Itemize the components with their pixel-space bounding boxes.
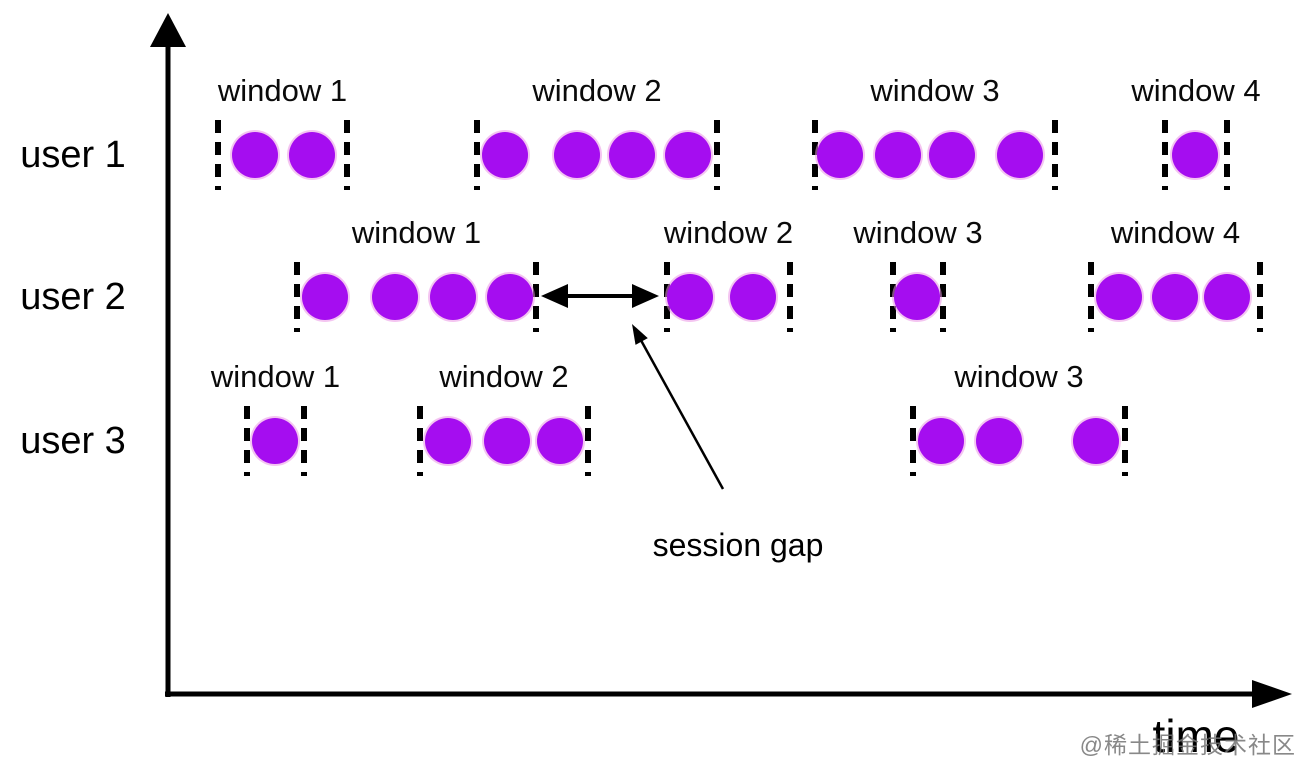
event-dot — [894, 274, 940, 320]
event-dot — [252, 418, 298, 464]
event-dot — [875, 132, 921, 178]
window-label: window 4 — [1131, 73, 1261, 108]
session-gap-pointer-arrow-arrowhead-icon — [632, 324, 648, 345]
window-start-bar — [244, 406, 250, 476]
event-dot — [817, 132, 863, 178]
event-dot — [918, 418, 964, 464]
window-start-bar — [215, 120, 221, 190]
window-end-bar — [1224, 120, 1230, 190]
window-label: window 3 — [853, 215, 983, 250]
window-label: window 3 — [870, 73, 1000, 108]
event-dot — [929, 132, 975, 178]
event-dot — [430, 274, 476, 320]
window-label: window 2 — [439, 359, 569, 394]
event-dot — [487, 274, 533, 320]
session-gap-double-arrow-arrowhead-icon — [541, 284, 568, 308]
window-label: window 1 — [351, 215, 482, 250]
window-start-bar — [294, 262, 300, 332]
window-start-bar — [474, 120, 480, 190]
window-label: window 2 — [663, 215, 794, 250]
event-dot — [1172, 132, 1218, 178]
event-dot — [425, 418, 471, 464]
y-axis-arrowhead-icon — [150, 13, 186, 47]
window-label: window 2 — [532, 73, 662, 108]
event-dot — [609, 132, 655, 178]
window-start-bar — [812, 120, 818, 190]
watermark: @稀土掘金技术社区 — [1079, 732, 1296, 758]
window-end-bar — [1122, 406, 1128, 476]
event-dot — [997, 132, 1043, 178]
window-end-bar — [1052, 120, 1058, 190]
event-dot — [667, 274, 713, 320]
x-axis-arrowhead-icon — [1252, 680, 1292, 708]
event-dot — [484, 418, 530, 464]
event-dot — [1073, 418, 1119, 464]
event-dot — [232, 132, 278, 178]
user-label-1: user 1 — [20, 134, 126, 176]
window-end-bar — [301, 406, 307, 476]
event-dot — [1096, 274, 1142, 320]
window-label: window 1 — [217, 73, 348, 108]
event-dot — [554, 132, 600, 178]
window-label: window 1 — [210, 359, 341, 394]
window-start-bar — [910, 406, 916, 476]
event-dot — [665, 132, 711, 178]
user-label-2: user 2 — [20, 276, 126, 318]
event-dot — [1204, 274, 1250, 320]
window-start-bar — [1162, 120, 1168, 190]
window-end-bar — [344, 120, 350, 190]
event-dot — [372, 274, 418, 320]
window-end-bar — [533, 262, 539, 332]
user-label-3: user 3 — [20, 420, 126, 462]
event-dot — [302, 274, 348, 320]
window-label: window 3 — [954, 359, 1084, 394]
event-dot — [730, 274, 776, 320]
event-dot — [482, 132, 528, 178]
session-gap-label: session gap — [652, 527, 824, 563]
event-dot — [537, 418, 583, 464]
event-dot — [289, 132, 335, 178]
window-label: window 4 — [1110, 215, 1241, 250]
x-axis-label: time — [1152, 710, 1240, 762]
event-dot — [1152, 274, 1198, 320]
session-gap-pointer-arrow-line — [637, 335, 725, 490]
window-start-bar — [1088, 262, 1094, 332]
window-end-bar — [940, 262, 946, 332]
window-end-bar — [787, 262, 793, 332]
event-dot — [976, 418, 1022, 464]
window-start-bar — [890, 262, 896, 332]
window-end-bar — [1257, 262, 1263, 332]
window-end-bar — [585, 406, 591, 476]
session-gap-double-arrow-arrowhead-icon — [632, 284, 659, 308]
window-end-bar — [714, 120, 720, 190]
window-start-bar — [417, 406, 423, 476]
